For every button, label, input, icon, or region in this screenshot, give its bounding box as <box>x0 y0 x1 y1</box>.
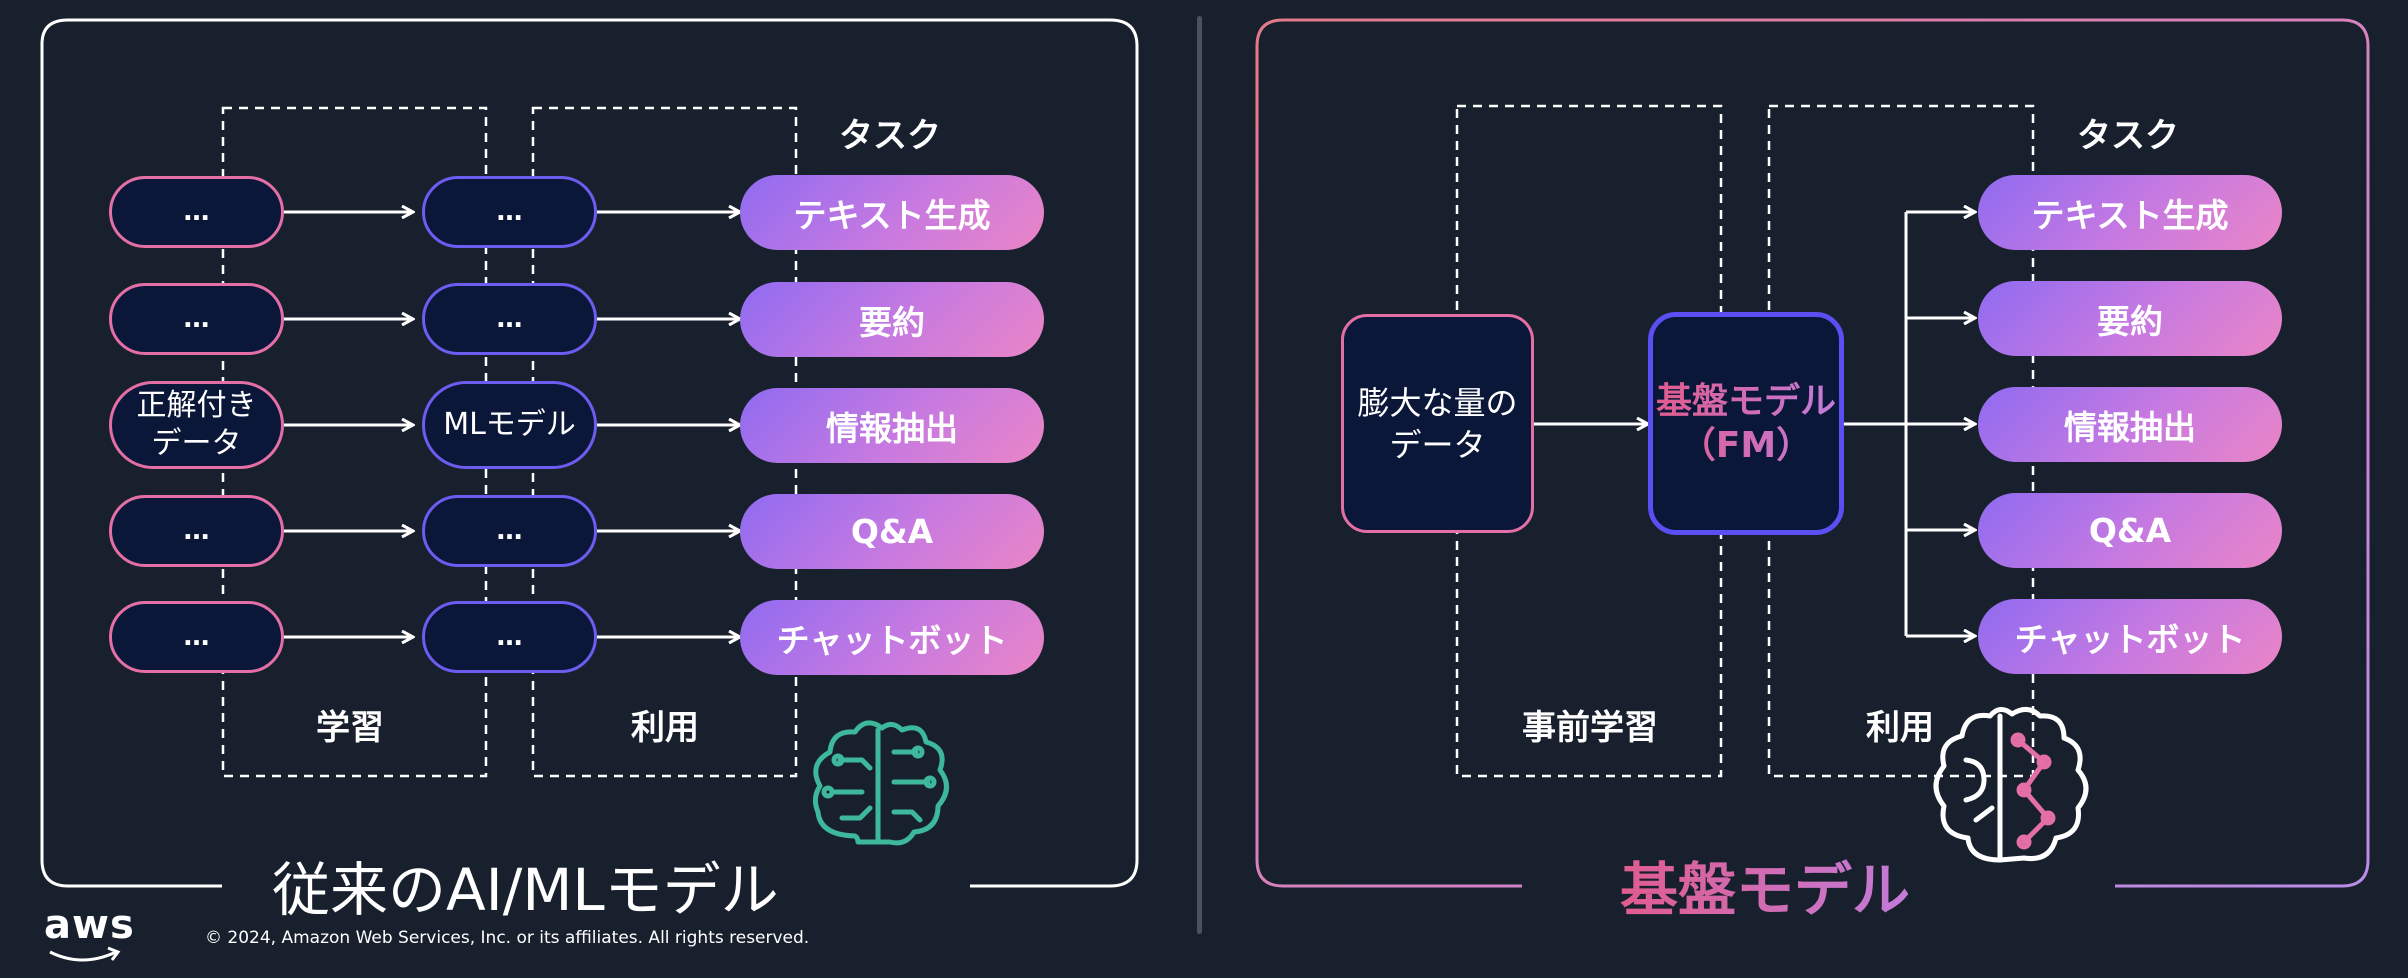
left-model-item: … <box>422 283 597 355</box>
right-stage-use-label: 利用 <box>1866 708 1934 748</box>
right-stage-pretrain-label: 事前学習 <box>1522 708 1658 748</box>
left-source-item: … <box>109 283 284 355</box>
left-task-summarization: 要約 <box>740 282 1044 357</box>
foundation-model-label: 基盤モデル （FM） <box>1655 380 1836 466</box>
massive-data-box: 膨大な量の データ <box>1341 314 1534 533</box>
left-model-item: … <box>422 495 597 567</box>
left-task-text-generation: テキスト生成 <box>740 175 1044 250</box>
left-model-item: … <box>422 601 597 673</box>
right-task-qa: Q&A <box>1978 493 2282 568</box>
left-stage-use-label: 利用 <box>631 708 699 748</box>
right-task-summarization: 要約 <box>1978 281 2282 356</box>
left-task-information-extraction: 情報抽出 <box>740 388 1044 463</box>
aws-smile <box>49 950 117 962</box>
left-frame <box>40 18 1139 888</box>
left-task-qa: Q&A <box>740 494 1044 569</box>
right-task-information-extraction: 情報抽出 <box>1978 387 2282 462</box>
right-panel-title: 基盤モデル <box>1600 843 1931 927</box>
aws-logo: aws <box>44 902 135 948</box>
right-frame <box>1255 18 2370 888</box>
right-task-header: タスク <box>2077 116 2179 156</box>
right-task-chatbot: チャットボット <box>1978 599 2282 674</box>
left-stage-train-label: 学習 <box>316 708 384 748</box>
left-source-item: … <box>109 601 284 673</box>
left-task-header: タスク <box>839 116 941 156</box>
left-model-item: … <box>422 176 597 248</box>
panel-divider <box>1197 16 1202 934</box>
labeled-data-item: 正解付き データ <box>109 381 284 469</box>
brain-network-icon <box>1933 707 2089 863</box>
right-panel-title-text: 基盤モデル <box>1620 856 1911 924</box>
brain-circuit-icon <box>812 720 949 846</box>
left-source-item: … <box>109 495 284 567</box>
left-panel-title: 従来のAI/MLモデル <box>252 843 799 927</box>
ml-model-item: MLモデル <box>422 381 597 469</box>
left-source-item: … <box>109 176 284 248</box>
foundation-model-box: 基盤モデル （FM） <box>1648 312 1844 535</box>
right-task-text-generation: テキスト生成 <box>1978 175 2282 250</box>
left-task-chatbot: チャットボット <box>740 600 1044 675</box>
copyright-text: © 2024, Amazon Web Services, Inc. or its… <box>205 928 810 948</box>
